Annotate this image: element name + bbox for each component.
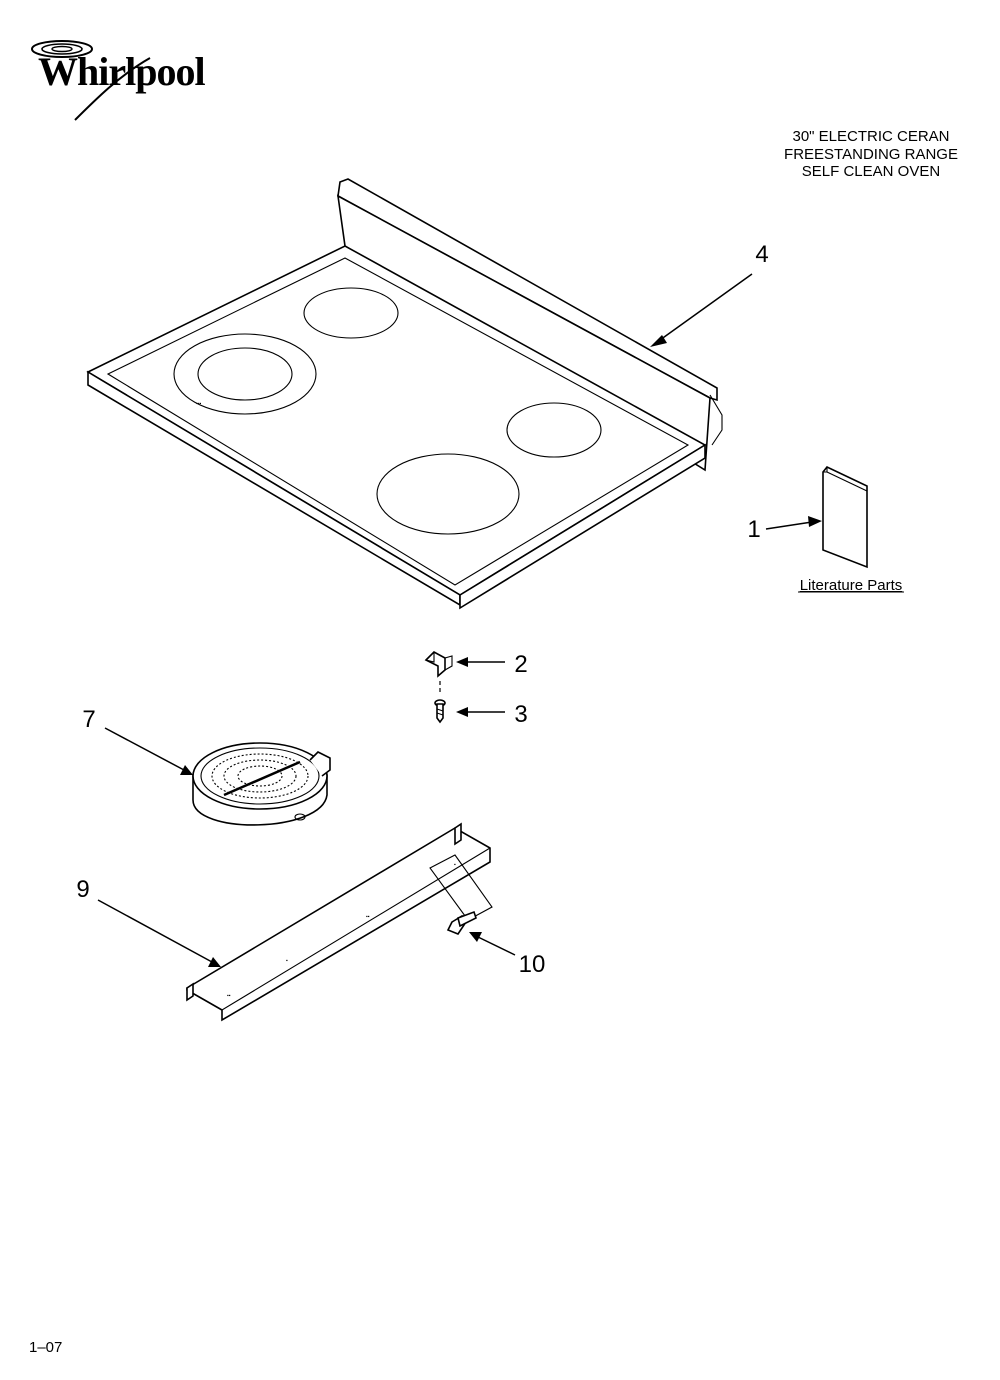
callout-2-label: 2 xyxy=(514,651,527,678)
burner-front-left: ▪▪▪ xyxy=(173,333,317,415)
title-line-2: FREESTANDING RANGE xyxy=(784,146,958,163)
bracket-drawing: ▪ ▪▪ ▪▪ ▪ xyxy=(186,822,493,1022)
callout-10: 10 xyxy=(469,932,545,978)
clip-drawing xyxy=(424,651,453,678)
burner-front-right xyxy=(376,453,520,535)
svg-text:▪▪: ▪▪ xyxy=(366,914,370,920)
title-block: 30" ELECTRIC CERAN FREESTANDING RANGE SE… xyxy=(784,128,958,180)
callout-1: 1 xyxy=(747,516,822,543)
svg-text:▪▪: ▪▪ xyxy=(227,993,231,999)
cooktop-drawing: ▪▪▪ xyxy=(86,178,723,610)
radiant-element-drawing xyxy=(192,742,331,826)
literature-parts-drawing xyxy=(822,466,868,569)
logo-wordmark: Whirlpool xyxy=(38,49,205,94)
bracket-screw-drawing xyxy=(446,910,477,935)
callout-4: 4 xyxy=(650,241,769,347)
title-line-3: SELF CLEAN OVEN xyxy=(802,163,940,180)
page-number: 1–07 xyxy=(29,1339,62,1356)
callout-9-label: 9 xyxy=(76,876,89,903)
screw-drawing xyxy=(434,699,446,724)
callout-3: 3 xyxy=(456,701,528,728)
svg-text:▪: ▪ xyxy=(286,958,288,964)
title-line-1: 30" ELECTRIC CERAN xyxy=(792,128,949,145)
callout-9: 9 xyxy=(76,876,221,967)
callout-2: 2 xyxy=(456,651,528,678)
callout-4-label: 4 xyxy=(755,241,768,268)
callout-1-label: 1 xyxy=(747,516,760,543)
literature-parts-label: Literature Parts xyxy=(800,577,903,594)
burner-rear-left xyxy=(303,287,399,339)
burner-rear-right xyxy=(506,402,602,458)
callout-3-label: 3 xyxy=(514,701,527,728)
callout-10-label: 10 xyxy=(519,951,546,978)
callout-7: 7 xyxy=(82,706,193,775)
callout-7-label: 7 xyxy=(82,706,95,733)
svg-text:▪▪▪: ▪▪▪ xyxy=(196,401,202,407)
whirlpool-logo: Whirlpool xyxy=(31,40,206,121)
swirl-icon xyxy=(31,40,151,121)
svg-text:▪: ▪ xyxy=(454,862,456,868)
